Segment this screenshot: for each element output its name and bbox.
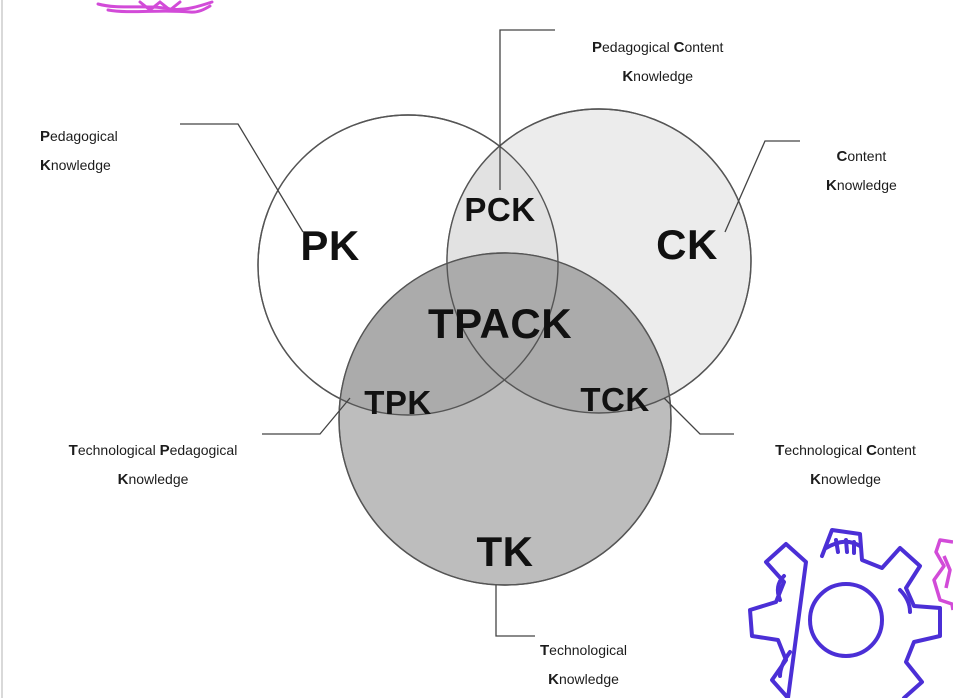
tk-outline <box>338 252 672 586</box>
callout-initial: C <box>866 442 877 459</box>
callout-initial: T <box>540 642 550 659</box>
pk-leader-line <box>180 123 304 233</box>
callout-rest: edagogical <box>50 128 118 144</box>
region-tck: TCK <box>580 381 650 418</box>
callout-line2: Knowledge <box>592 62 723 91</box>
callout-initial: K <box>548 671 559 688</box>
callout-rest: nowledge <box>50 157 111 173</box>
callout-line1: Pedagogical <box>40 122 118 151</box>
scribble-decoration <box>96 0 214 14</box>
callout-line2: Knowledge <box>18 465 288 494</box>
callout-line2: Knowledge <box>40 151 118 180</box>
region-tk: TK <box>476 528 534 575</box>
callout-initial: C <box>673 39 685 56</box>
callout-initial: K <box>810 471 821 488</box>
callout-rest: nowledge <box>820 471 881 487</box>
tpk-overlap <box>339 253 558 415</box>
pk-outline <box>257 114 559 416</box>
region-pck: PCK <box>464 191 536 228</box>
callout-rest: ontent <box>876 442 916 458</box>
callout-initial: T <box>68 442 78 459</box>
callout-initial: P <box>592 39 603 56</box>
callout-initial: P <box>40 128 51 145</box>
tpk-leader-line <box>262 397 351 435</box>
callout-rest: edagogical <box>169 442 238 458</box>
callout-initial: K <box>826 177 837 194</box>
region-pk: PK <box>300 222 360 269</box>
callout-line2: Knowledge <box>540 665 627 694</box>
callout-line1: Technological <box>540 636 627 665</box>
callout-rest: echnological <box>549 642 628 658</box>
callout-line2: Knowledge <box>738 465 953 494</box>
callout-initial: T <box>775 442 785 459</box>
region-ck: CK <box>656 221 718 268</box>
small-gear-icon <box>932 538 953 611</box>
region-tpk: TPK <box>364 384 432 421</box>
callout-initial: K <box>40 157 51 174</box>
callout-line2: Knowledge <box>826 171 897 200</box>
callout-rest: nowledge <box>128 471 189 487</box>
tck-leader-line <box>663 397 734 435</box>
callout-rest: edagogical <box>602 39 674 55</box>
ck-outline <box>446 108 752 414</box>
ck-leader-line <box>724 140 800 233</box>
pck-leader-line <box>499 29 555 190</box>
callout-line1: Pedagogical Content <box>592 33 723 62</box>
gear-icon <box>748 528 942 698</box>
tk-leader-line <box>495 585 535 637</box>
callout-rest: echnological <box>784 442 867 458</box>
callout-initial: K <box>117 471 129 488</box>
callout-initial: C <box>836 148 848 165</box>
tck-overlap <box>447 253 671 413</box>
region-tpack: TPACK <box>427 300 573 347</box>
callout-line1: Content <box>826 142 897 171</box>
callout-line1: Technological Content <box>738 436 953 465</box>
callout-rest: nowledge <box>836 177 897 193</box>
callout-rest: ontent <box>847 148 887 164</box>
callout-rest: echnological <box>77 442 160 458</box>
callout-line1: Technological Pedagogical <box>18 436 288 465</box>
callout-rest: ontent <box>684 39 724 55</box>
callout-rest: nowledge <box>558 671 619 687</box>
callout-initial: K <box>622 68 634 85</box>
callout-initial: P <box>159 442 170 459</box>
callout-rest: nowledge <box>633 68 694 84</box>
